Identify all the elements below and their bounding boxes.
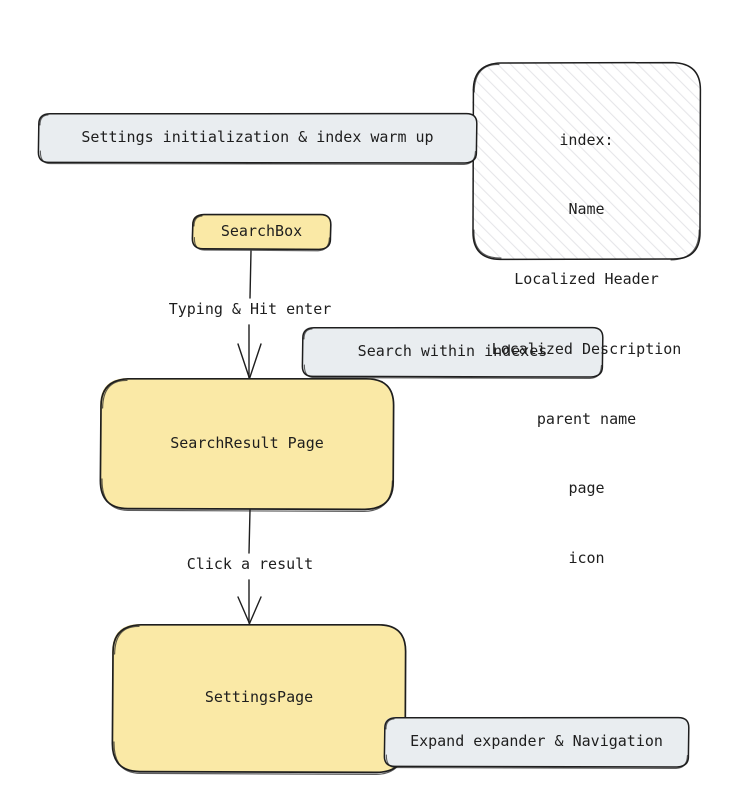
note-search-shape: [301, 326, 604, 379]
note-init-shape: [37, 112, 478, 165]
searchbox-shape: [191, 213, 332, 252]
edge-click-shape: [237, 509, 262, 625]
settingspage-shape: [111, 623, 407, 776]
index-box-shape: [472, 61, 702, 261]
searchresult-shape: [99, 377, 395, 513]
note-expand-shape: [383, 716, 690, 769]
edge-typing-shape: [237, 250, 262, 380]
